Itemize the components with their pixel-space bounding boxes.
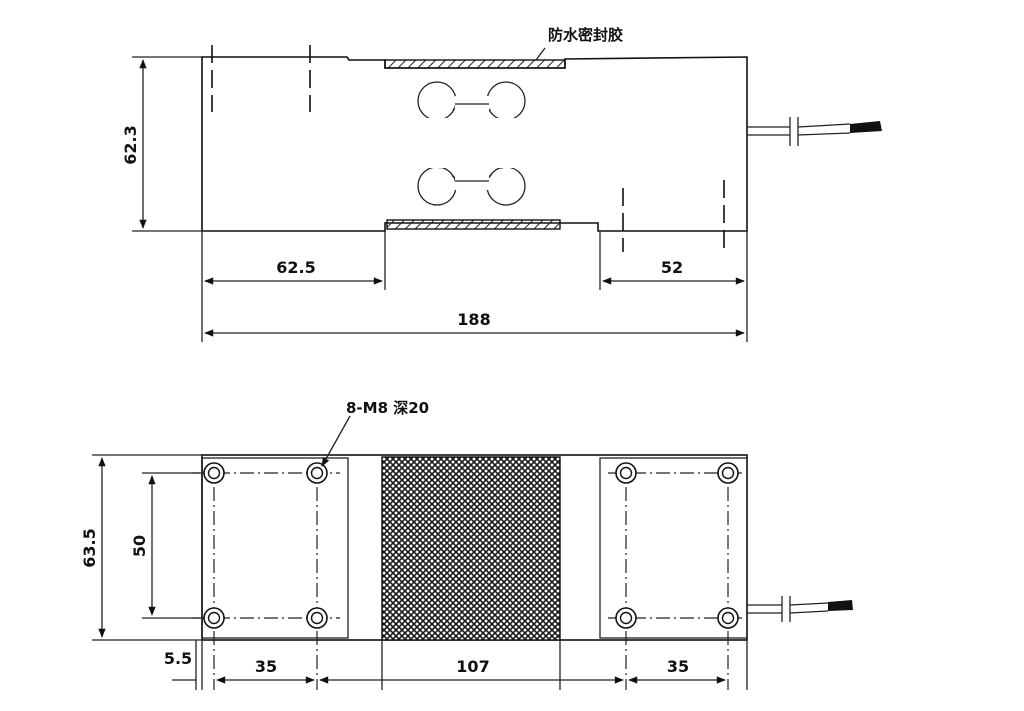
hole-1 [203, 462, 225, 484]
hole-centerlines [192, 463, 745, 690]
hole-2 [306, 462, 328, 484]
hole-8 [717, 607, 739, 629]
dim-top-total-length: 188 [457, 310, 490, 329]
center-knurled-area [381, 456, 561, 641]
hole-6 [717, 462, 739, 484]
dim-top-left-length: 62.5 [276, 258, 315, 277]
hole-4 [306, 607, 328, 629]
dim-top-height: 62.3 [121, 125, 140, 164]
top-body-outline [201, 56, 748, 232]
bottom-view: 8-M8 深20 63.5 50 5.5 35 107 35 [80, 399, 853, 690]
dim-bottom-left-spacing: 35 [255, 657, 277, 676]
right-mount-plate [599, 457, 748, 639]
dim-bottom-middle-length: 107 [456, 657, 489, 676]
dim-bottom-height: 63.5 [80, 528, 99, 567]
hole-spec-label: 8-M8 深20 [346, 399, 429, 417]
cable-top [747, 117, 882, 146]
dim-bottom-hole-spacing: 50 [130, 535, 149, 557]
hole-5 [615, 462, 637, 484]
dim-bottom-edge-offset: 5.5 [164, 649, 192, 668]
cable-bottom [747, 596, 853, 622]
m8-holes [203, 462, 739, 629]
dim-top-right-length: 52 [661, 258, 683, 277]
left-mount-plate [201, 457, 349, 639]
top-view: 防水密封胶 62.3 62.5 52 188 [121, 26, 882, 342]
hole-3 [203, 607, 225, 629]
top-seal-strip [384, 59, 566, 69]
dim-bottom-right-spacing: 35 [667, 657, 689, 676]
flexure-cutout [417, 81, 526, 206]
seal-leader-line [535, 47, 546, 61]
bottom-seal-strip [386, 219, 561, 230]
hole-7 [615, 607, 637, 629]
seal-label: 防水密封胶 [548, 26, 623, 44]
